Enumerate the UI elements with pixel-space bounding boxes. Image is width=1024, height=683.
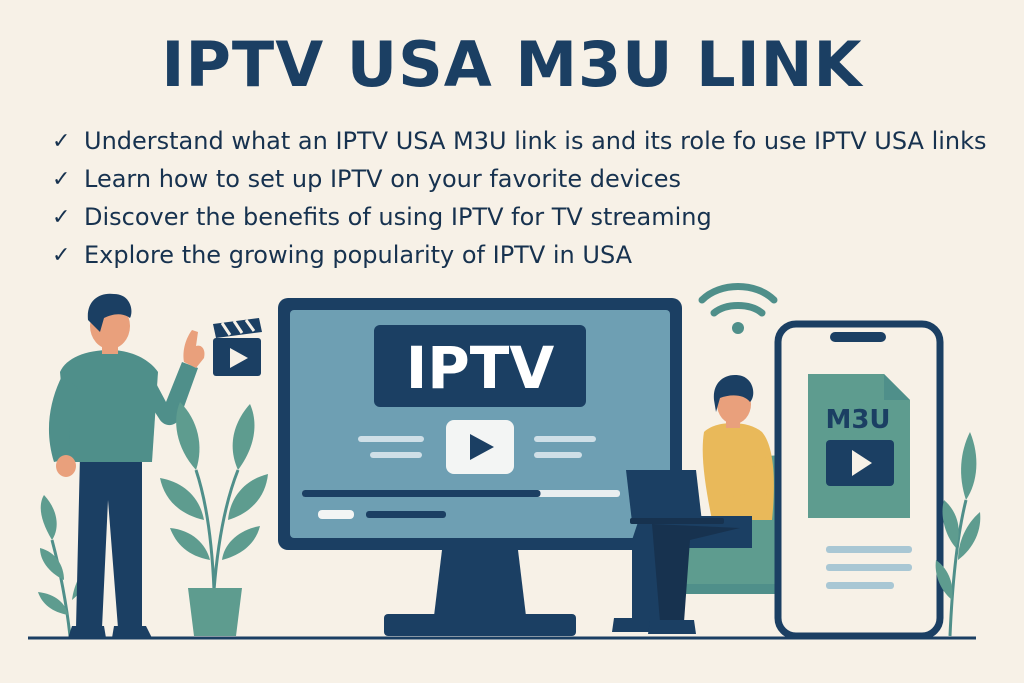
m3u-label: M3U bbox=[825, 405, 890, 435]
feature-text: Learn how to set up IPTV on your favorit… bbox=[84, 165, 682, 193]
feature-item: ✓ Understand what an IPTV USA M3U link is… bbox=[52, 122, 987, 160]
check-icon: ✓ bbox=[52, 128, 71, 154]
check-icon: ✓ bbox=[52, 242, 71, 268]
tv-label-box bbox=[374, 325, 586, 407]
page-title: IPTV USA M3U LINK bbox=[161, 28, 863, 101]
feature-item: ✓ Learn how to set up IPTV on your favori… bbox=[52, 160, 987, 198]
play-icon bbox=[470, 434, 494, 460]
wifi-icon bbox=[698, 283, 778, 334]
progress-fill bbox=[302, 490, 541, 497]
play-icon bbox=[852, 450, 872, 476]
standing-man bbox=[48, 293, 205, 638]
feature-item: ✓ Discover the benefits of using IPTV for… bbox=[52, 198, 987, 236]
feature-text: Discover the benefits of using IPTV for … bbox=[84, 203, 712, 231]
feature-item: ✓ Explore the growing popularity of IPTV … bbox=[52, 236, 987, 274]
feature-text: Explore the growing popularity of IPTV i… bbox=[84, 241, 633, 269]
check-icon: ✓ bbox=[52, 166, 71, 192]
smartphone: M3U bbox=[774, 320, 944, 640]
tv-monitor: IPTV bbox=[278, 298, 682, 636]
clapperboard-icon bbox=[213, 318, 262, 376]
tv-label: IPTV bbox=[406, 334, 555, 402]
check-icon: ✓ bbox=[52, 204, 71, 230]
laptop bbox=[626, 470, 702, 522]
potted-plant bbox=[160, 402, 268, 636]
feature-list: ✓ Understand what an IPTV USA M3U link is… bbox=[52, 122, 987, 274]
feature-text: Understand what an IPTV USA M3U link is … bbox=[84, 127, 987, 155]
right-plant bbox=[935, 432, 981, 637]
